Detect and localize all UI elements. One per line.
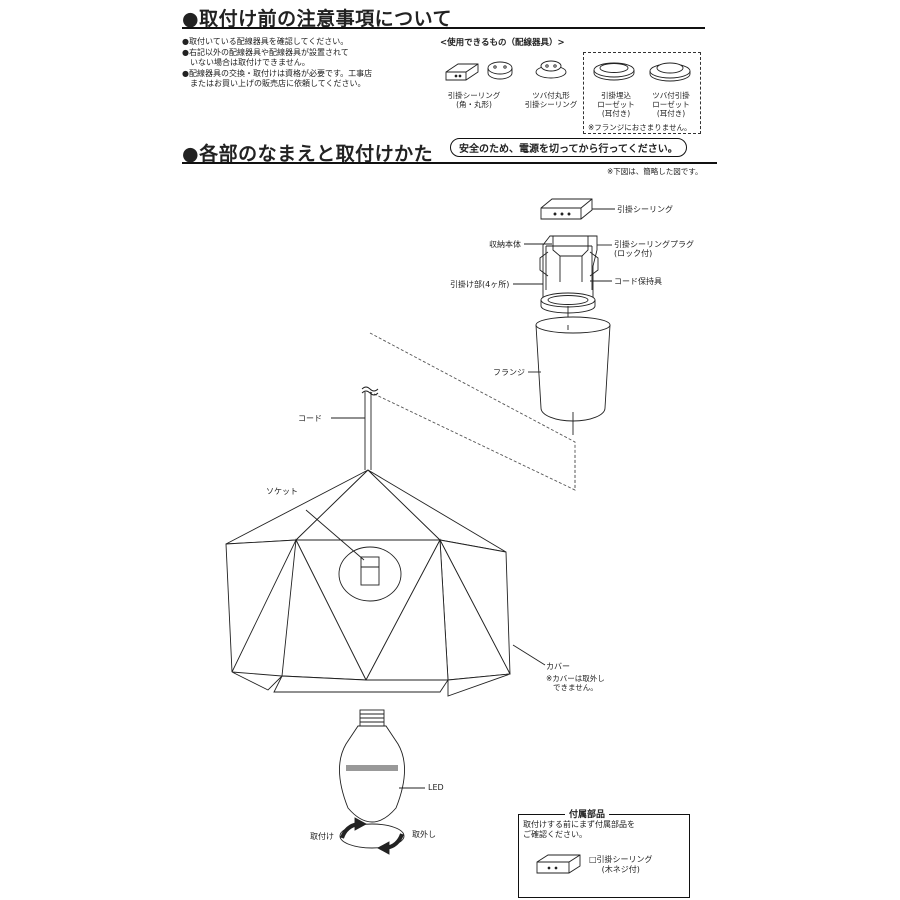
label-flange: フランジ bbox=[493, 368, 525, 377]
cord-diagram bbox=[331, 386, 379, 470]
rotation-arrows bbox=[339, 817, 405, 855]
label-socket: ソケット bbox=[266, 487, 298, 496]
precaution-note: いない場合は取付けできません。 bbox=[182, 58, 310, 67]
label-cord-holder: コード保持具 bbox=[614, 277, 662, 286]
flange-diagram bbox=[528, 316, 611, 435]
label-attach: 取付け bbox=[310, 832, 334, 841]
label-ceiling: 引掛シーリング bbox=[617, 205, 673, 214]
lamp-shade-diagram bbox=[225, 469, 511, 697]
flanged-round-ceiling-icon bbox=[535, 60, 567, 79]
precaution-note: またはお買い上げの販売店に依頼してください。 bbox=[182, 79, 366, 88]
label-cord: コード bbox=[298, 414, 322, 423]
ceiling-block-diagram bbox=[540, 198, 615, 220]
flange-incompatible-box bbox=[583, 52, 701, 134]
housing-assembly-diagram bbox=[513, 235, 612, 325]
simplified-note: ※下図は、簡略した図です。 bbox=[607, 167, 703, 176]
precaution-note: ●取付いている配線器具を確認してください。 bbox=[182, 37, 349, 46]
embedded-rosette-icon bbox=[593, 62, 635, 81]
fixture-label-flanged-rosette: ツバ付引掛ローゼット(耳付き) bbox=[652, 91, 690, 118]
flange-note: ※フランジにおさまりません。 bbox=[588, 123, 692, 132]
precaution-note: ●配線器具の交換・取付けは資格が必要です。工事店 bbox=[182, 68, 373, 78]
label-detach: 取外し bbox=[412, 830, 436, 839]
label-housing: 収納本体 bbox=[489, 240, 521, 249]
accessories-title: 付属部品 bbox=[565, 807, 610, 820]
usable-fixtures-header: <使用できるもの（配線器具）> bbox=[440, 38, 565, 48]
fixture-label-embedded-rosette: 引掛埋込ローゼット(耳付き) bbox=[597, 91, 635, 118]
accessory-ceiling-icon bbox=[536, 854, 581, 874]
accessories-instruction: 取付けする前にまず付属部品をご確認ください。 bbox=[523, 820, 635, 839]
label-led: LED bbox=[428, 783, 444, 792]
section-title-parts: ●各部のなまえと取付けかた bbox=[182, 143, 434, 165]
precaution-note: ●右記以外の配線器具や配線器具が設置されて bbox=[182, 47, 349, 57]
round-ceiling-icon bbox=[487, 61, 513, 80]
section-rule-2 bbox=[182, 162, 717, 164]
safety-warning-pill: 安全のため、電源を切ってから行ってください。 bbox=[450, 138, 687, 157]
led-bulb-diagram bbox=[339, 709, 425, 823]
label-plug: 引掛シーリングプラグ(ロック付) bbox=[614, 240, 694, 258]
section-rule-1 bbox=[182, 27, 705, 29]
accessory-item-label: □引掛シーリング(木ネジ付) bbox=[589, 855, 653, 874]
cover-note: ※カバーは取外しできません。 bbox=[546, 674, 605, 692]
precaution-notes: ●取付いている配線器具を確認してください。 ●右記以外の配線器具や配線器具が設置… bbox=[182, 37, 372, 90]
fixture-label-round-ceiling: ツバ付丸形引掛シーリング bbox=[524, 91, 578, 109]
label-hook-part: 引掛け部(4ヶ所) bbox=[450, 280, 510, 289]
fixture-label-ceiling: 引掛シーリング(角・丸形) bbox=[447, 91, 501, 109]
flanged-rosette-icon bbox=[649, 62, 691, 82]
square-ceiling-icon bbox=[445, 63, 479, 81]
section-title-precautions: ●取付け前の注意事項について bbox=[182, 8, 453, 30]
label-cover: カバー bbox=[546, 662, 570, 671]
socket-diagram bbox=[305, 509, 402, 602]
